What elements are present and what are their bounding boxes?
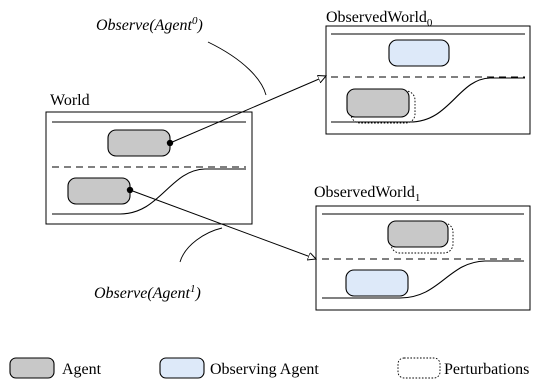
observed-world-1-panel: ObservedWorld1 [314,184,531,311]
world-agent-car-1 [67,177,131,205]
world-label: World [50,92,90,109]
legend-agent-swatch [9,357,55,379]
legend-item-observing-agent: Observing Agent [159,357,319,379]
observe-arrow-agent1 [129,189,316,259]
ow1-bottom-road-edge [322,260,524,299]
ow1-agent-car [387,220,449,248]
ow0-bottom-road-edge [331,77,525,123]
legend-perturbations-label: Perturbations [444,361,529,378]
ow0-observing-agent-car [388,39,450,67]
legend-observing-agent-label: Observing Agent [210,361,319,378]
legend-item-agent: Agent [9,357,102,379]
legend-perturbations-swatch [397,357,441,379]
observed-world-1-label: ObservedWorld1 [314,184,420,204]
legend: Agent Observing Agent Perturbations [9,357,529,379]
observed-world-0-panel: ObservedWorld0 [325,9,531,135]
world-frame [45,111,253,225]
ow0-agent-car [346,88,410,118]
ow1-observing-agent-car [345,269,409,297]
observe-agent0-label: Observe(Agent0) [96,15,203,34]
observe-1-leader-line [179,227,223,263]
observe-arrow-agent0 [169,76,326,144]
legend-observing-agent-swatch [159,357,205,379]
observe-0-leader-line [207,41,267,96]
world-panel: World [45,92,253,225]
observed-world-0-label: ObservedWorld0 [326,9,433,29]
legend-item-perturbations: Perturbations [397,357,529,379]
world-agent-car-0 [107,129,171,157]
world-bottom-road-edge [52,168,246,215]
observe-agent1-label: Observe(Agent1) [94,283,201,302]
legend-agent-label: Agent [62,361,102,378]
